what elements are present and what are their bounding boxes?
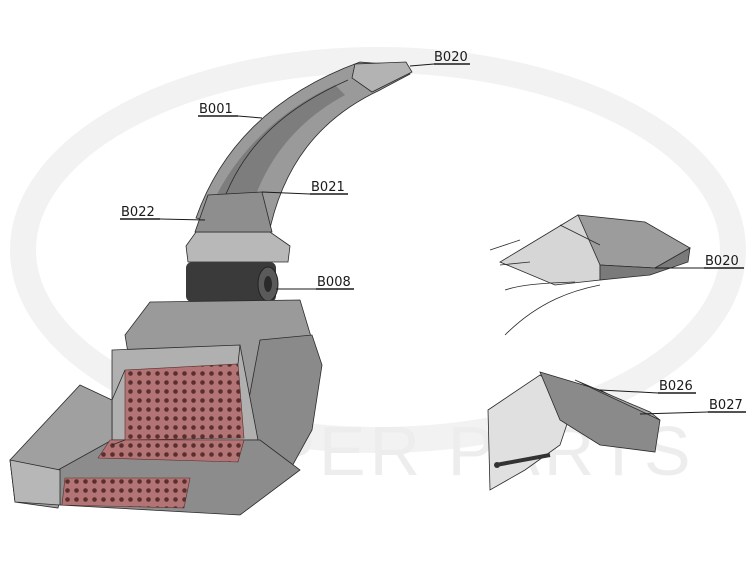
- label-b001: B001: [199, 102, 233, 117]
- label-b022: B022: [121, 205, 155, 220]
- conveyor-belt-mid: [97, 439, 245, 463]
- label-b026: B026: [659, 379, 693, 394]
- label-b021: B021: [311, 180, 345, 195]
- label-b020-side: B020: [705, 254, 739, 269]
- intake-rail: [9, 459, 61, 506]
- part-labels: B020 B001 B021 B022 B008 B020 B026 B027: [121, 50, 743, 413]
- conveyor-belt-front: [61, 477, 191, 509]
- hydraulic-cylinder: [495, 453, 551, 467]
- label-b020-top: B020: [434, 50, 468, 65]
- conveyor-belt-back: [124, 363, 245, 441]
- spout-deflector: [351, 61, 413, 93]
- spout-ridge: [219, 79, 349, 211]
- main-assembly: [9, 61, 413, 516]
- detail-deflector: [489, 214, 691, 336]
- label-b027: B027: [709, 398, 743, 413]
- swivel-ring: [185, 231, 291, 263]
- motor-body: [186, 262, 276, 302]
- spout-base-cone: [194, 191, 273, 233]
- label-b008: B008: [317, 275, 351, 290]
- callouts: [120, 63, 746, 415]
